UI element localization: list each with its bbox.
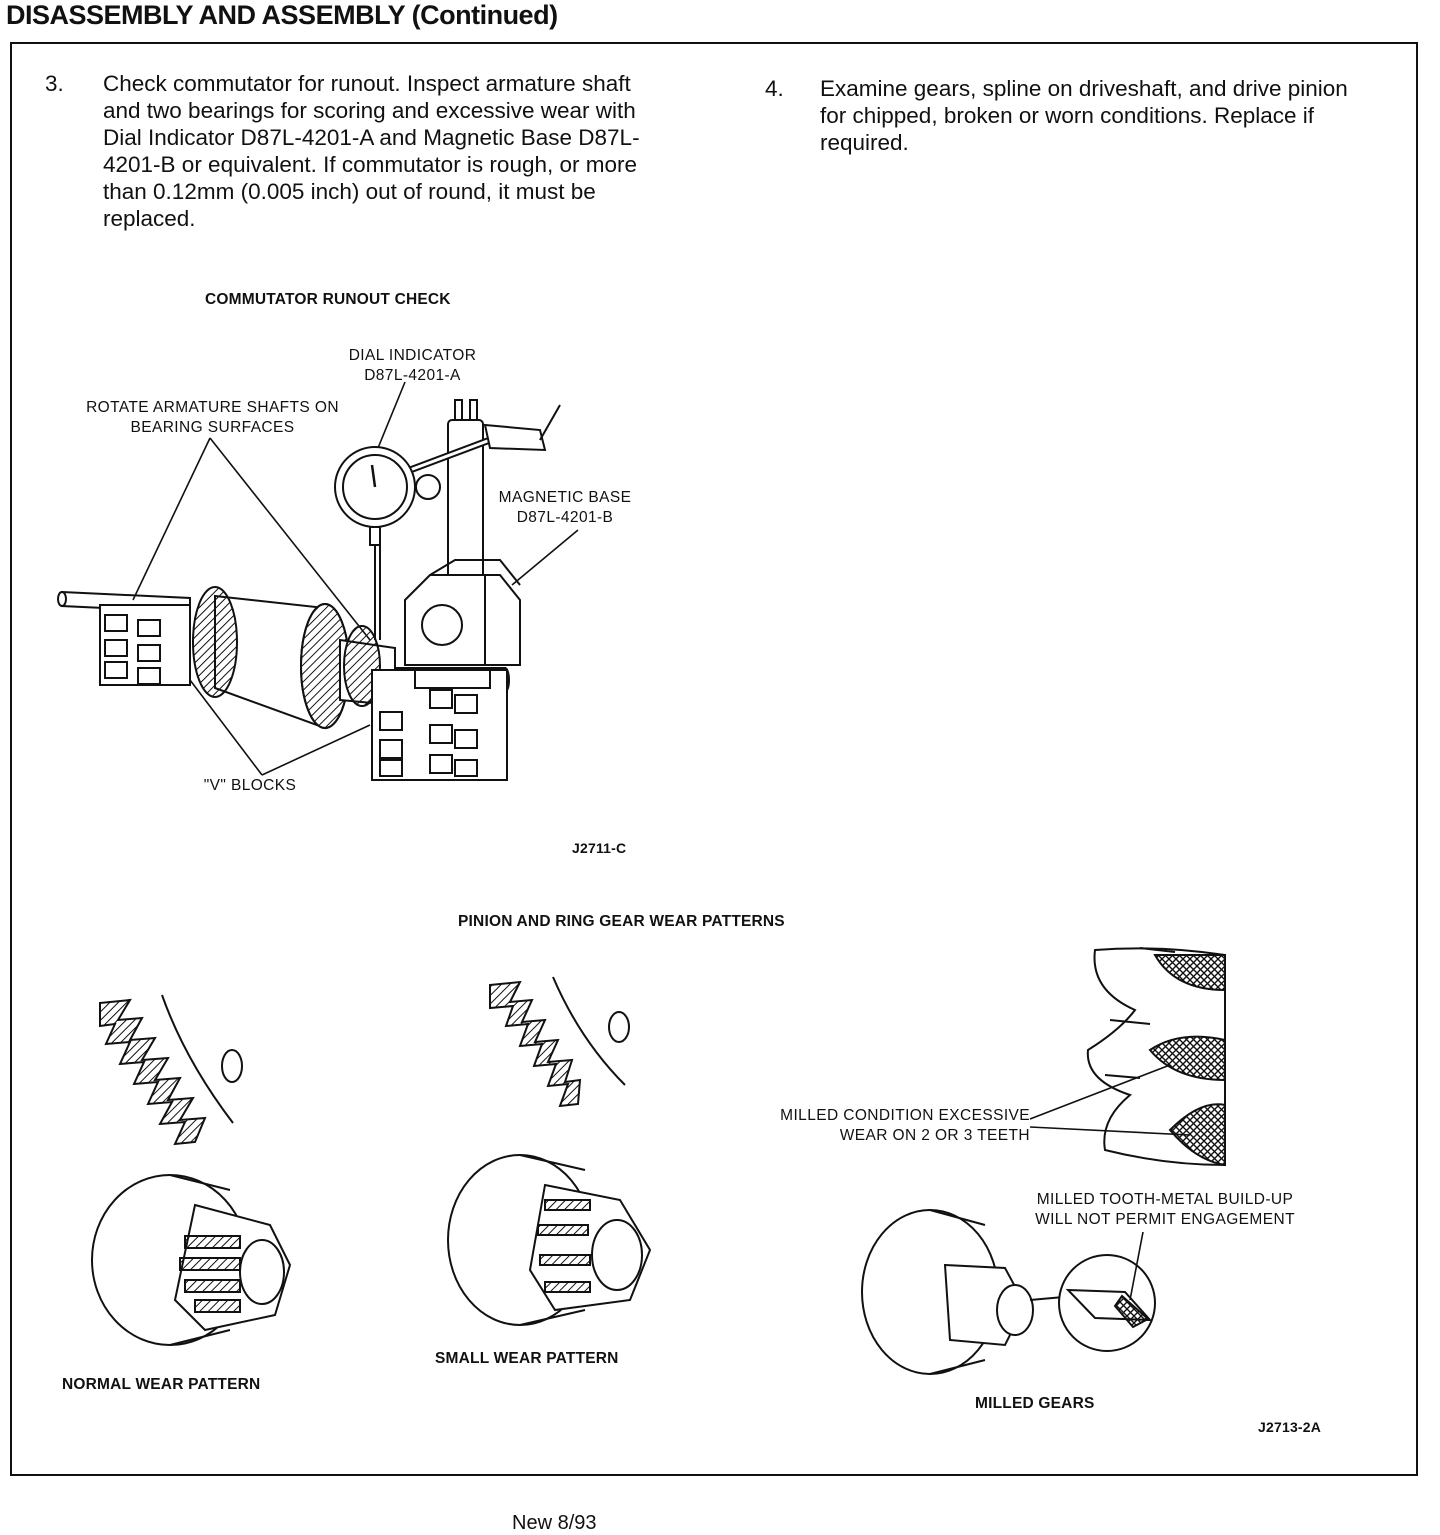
- callout-milled-condition: MILLED CONDITION EXCESSIVE WEAR ON 2 OR …: [780, 1107, 1030, 1144]
- caption-milled-gears: MILLED GEARS: [975, 1395, 1095, 1412]
- leader-lines-fig2: [1029, 1064, 1191, 1301]
- pinion-gear-milled: [861, 1209, 1156, 1375]
- ring-gear-milled: [1086, 947, 1226, 1167]
- caption-small-wear: SMALL WEAR PATTERN: [435, 1350, 619, 1367]
- dial-indicator-drawing: [334, 446, 441, 640]
- figure-title-gear-wear: PINION AND RING GEAR WEAR PATTERNS: [458, 913, 785, 930]
- v-block-right-drawing: [371, 669, 508, 781]
- commutator-runout-illustration: [57, 381, 579, 781]
- callout-dial-indicator: DIAL INDICATOR D87L-4201-A: [348, 347, 477, 384]
- callout-milled-tooth: MILLED TOOTH-METAL BUILD-UP WILL NOT PER…: [1035, 1191, 1295, 1228]
- leader-lines-fig1: [132, 381, 579, 776]
- callout-rotate-shafts: ROTATE ARMATURE SHAFTS ON BEARING SURFAC…: [86, 399, 339, 436]
- ring-gear-teeth-small: [489, 976, 630, 1108]
- step-number: 4.: [765, 76, 784, 101]
- pinion-gear-normal: [91, 1174, 292, 1346]
- ring-gear-teeth-normal: [99, 994, 243, 1146]
- pinion-gear-small: [447, 1154, 652, 1326]
- footer-revision: New 8/93: [512, 1512, 597, 1534]
- caption-normal-wear: NORMAL WEAR PATTERN: [62, 1376, 261, 1393]
- step-text: Examine gears, spline on driveshaft, and…: [820, 76, 1348, 155]
- callout-magnetic-base: MAGNETIC BASE D87L-4201-B: [498, 489, 632, 526]
- page-title: DISASSEMBLY AND ASSEMBLY (Continued): [6, 0, 558, 30]
- figure-title-commutator: COMMUTATOR RUNOUT CHECK: [205, 291, 451, 308]
- magnetic-base-drawing: [404, 399, 561, 666]
- callout-v-blocks: "V" BLOCKS: [203, 777, 297, 794]
- content-frame: [10, 42, 1418, 1476]
- step-text: Check commutator for runout. Inspect arm…: [103, 71, 640, 231]
- v-block-left-drawing: [99, 604, 191, 686]
- figure-code: J2713-2A: [1258, 1419, 1322, 1435]
- figure-code: J2711-C: [572, 840, 627, 856]
- step-number: 3.: [45, 71, 64, 96]
